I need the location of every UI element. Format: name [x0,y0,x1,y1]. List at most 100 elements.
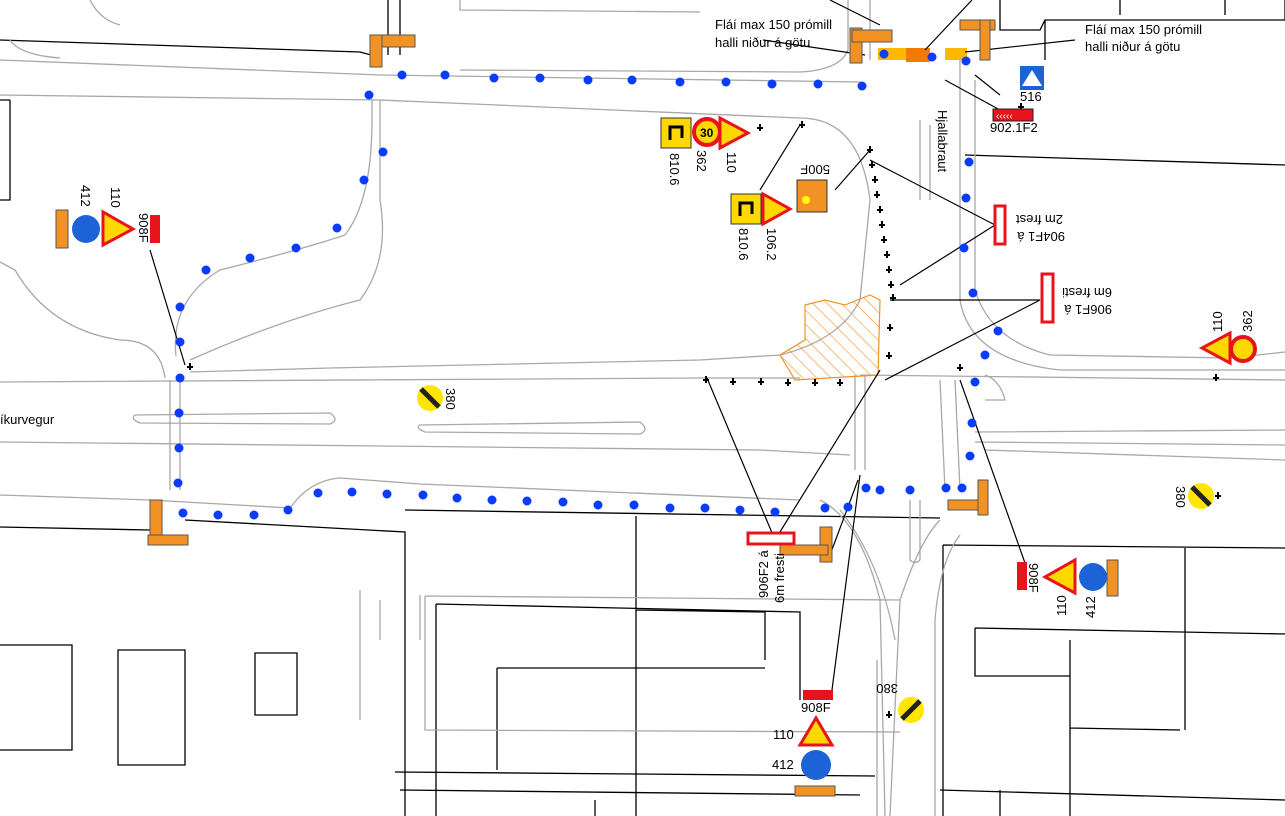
detour-board [977,479,989,516]
sign-barrier-908 [150,215,160,243]
sign-code: 110 [108,187,123,208]
cone-marker [812,379,818,386]
cone-marker [1215,492,1221,499]
route-dot [767,79,777,89]
route-dot [452,493,462,503]
detour-board [147,534,189,546]
detour-board [55,209,69,249]
street-label: Hjallabraut [935,110,950,173]
cone-marker [886,266,892,273]
sign-code: 516 [1020,89,1042,104]
sign-code: 412 [772,757,794,772]
sign-code: 902.1F2 [990,120,1038,135]
detour-board [1106,559,1119,597]
cone-marker [730,378,736,385]
sign-roadwork-triangle [718,115,752,151]
sign-code: 908F [801,700,831,715]
route-dot [813,79,823,89]
cone-marker [785,379,791,386]
sign-code: 6m fresti [1062,285,1112,300]
sign-code: 412 [78,185,93,207]
route-dot [382,489,392,499]
svg-text:‹‹‹‹‹: ‹‹‹‹‹ [996,111,1013,122]
note-line: halli niður á götu [715,35,810,50]
route-dot [174,408,184,418]
sign-code: 380 [443,388,458,410]
sign-code: 380 [876,681,898,696]
cone-marker [886,352,892,359]
route-dot [965,451,975,461]
route-dot [175,302,185,312]
sign-crosswalk [1020,66,1044,90]
detour-board [851,29,893,43]
cone-marker [869,161,875,168]
sign-code: 904F1 á [1017,229,1065,244]
route-dot [879,49,889,59]
route-dot [961,193,971,203]
sign-pass-right [72,215,100,243]
route-dot [770,507,780,517]
pedestrian-route [173,49,1003,520]
sign-code: 110 [724,152,739,173]
cone-marker [187,363,193,370]
sign-roadwork-triangle [101,209,137,248]
route-dot [583,75,593,85]
sign-lightboard [796,179,828,213]
route-dot [905,485,915,495]
note-line: Fláí max 150 prómill [715,17,832,32]
sign-code: 106.2 [764,228,779,261]
route-dot [857,81,867,91]
route-dot [332,223,342,233]
route-dot [359,175,369,185]
route-dot [201,265,211,275]
leader-lines [149,0,1076,691]
route-dot [967,418,977,428]
sign-end-speed [1188,483,1214,509]
detour-board [779,544,829,556]
route-dot [820,503,830,513]
cone-marker [867,146,873,153]
detour-board [369,34,383,68]
sign-code: 110 [773,727,794,742]
route-dot [418,490,428,500]
route-dot [364,90,374,100]
cone-marker [887,324,893,331]
sign-code: 110 [1210,311,1225,332]
sign-barrier-906 [1040,272,1055,324]
route-dot [175,337,185,347]
sign-turn-arrow [730,193,762,225]
detour-board [794,785,836,797]
sign-roadwork-triangle [1041,557,1077,596]
route-dot [487,495,497,505]
route-dot [535,73,545,83]
route-dot [558,497,568,507]
sign-code: 412 [1083,596,1098,618]
work-zone-hatch [779,294,881,381]
detour-board [979,19,991,61]
sign-code: 6m fresti [772,553,787,603]
route-dot [178,508,188,518]
sign-pass-right [1079,563,1107,591]
route-dot [593,500,603,510]
sign-end-speed [898,697,924,723]
sign-code: 906F2 á [756,550,771,598]
route-dot [970,377,980,387]
cone-marker [703,376,709,383]
route-dot [291,243,301,253]
route-dot [629,500,639,510]
svg-text:30: 30 [700,126,714,140]
sign-barrier-904 [993,204,1007,246]
route-dot [964,157,974,167]
detour-board [959,19,996,31]
route-dot [961,56,971,66]
route-dot [700,503,710,513]
route-dot [843,502,853,512]
cone-marker [758,378,764,385]
cone-marker [877,206,883,213]
route-dot [174,443,184,453]
cone-marker [879,221,885,228]
sign-code: 810.6 [667,153,682,186]
route-dot [378,147,388,157]
